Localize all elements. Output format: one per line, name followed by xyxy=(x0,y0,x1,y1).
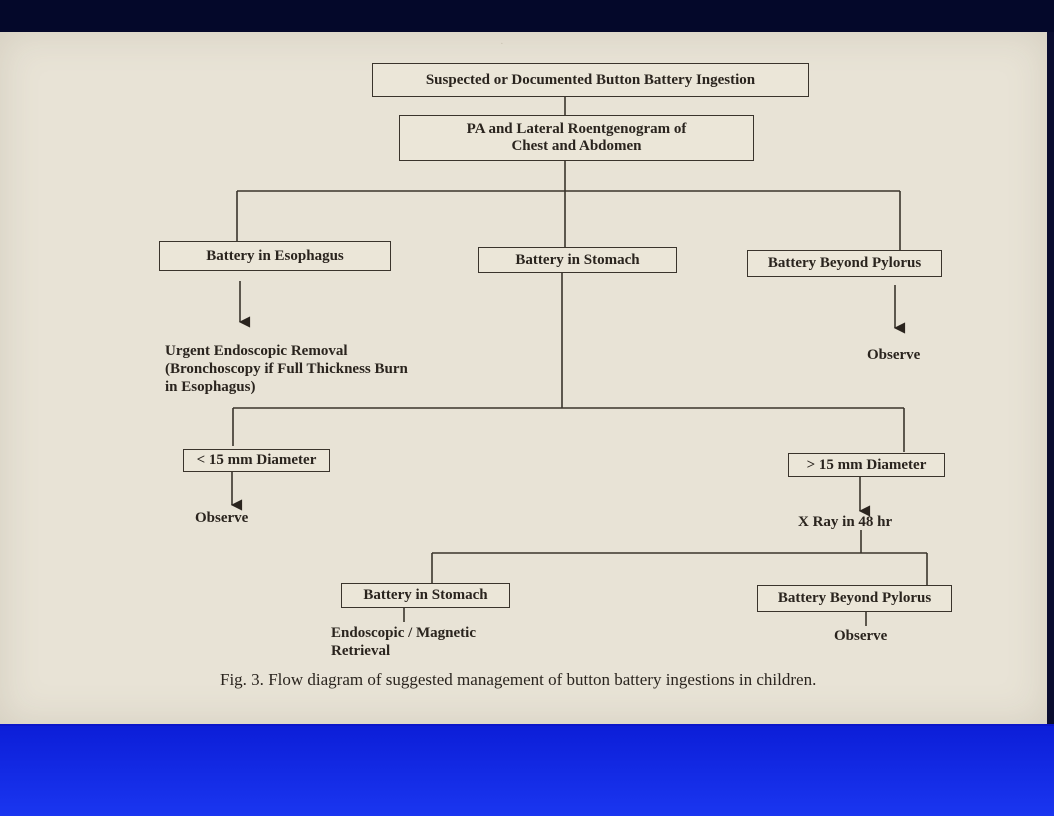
root-box: Suspected or Documented Button Battery I… xyxy=(372,63,809,97)
pylorus-followup-label: Battery Beyond Pylorus xyxy=(777,590,932,606)
slide-top-band xyxy=(0,0,1054,32)
small-diameter-label: < 15 mm Diameter xyxy=(196,452,317,468)
large-diameter-action: X Ray in 48 hr xyxy=(798,514,893,530)
pylorus-label: Battery Beyond Pylorus xyxy=(767,255,922,271)
esophagus-action: Urgent Endoscopic Removal (Bronchoscopy … xyxy=(165,342,408,396)
stomach-followup-label: Battery in Stomach xyxy=(363,587,488,603)
small-diameter-action: Observe xyxy=(195,510,249,526)
stomach-box: Battery in Stomach xyxy=(478,247,677,273)
stomach-followup-action-line2: Retrieval xyxy=(331,643,391,659)
caption-label: Fig. 3. xyxy=(220,670,264,689)
esophagus-action-line2: (Bronchoscopy if Full Thickness Burn xyxy=(165,361,408,377)
stomach-followup-action-line1: Endoscopic / Magnetic xyxy=(331,625,476,641)
bleed-through-text: · xyxy=(500,38,504,50)
stomach-label: Battery in Stomach xyxy=(515,251,640,268)
esophagus-action-line3: in Esophagus) xyxy=(165,379,256,395)
esophagus-box: Battery in Esophagus xyxy=(159,241,391,271)
pylorus-action: Observe xyxy=(867,347,921,363)
large-diameter-box: > 15 mm Diameter xyxy=(788,453,945,477)
roentgenogram-label-line2: Chest and Abdomen xyxy=(511,138,642,154)
figure-caption: Fig. 3. Flow diagram of suggested manage… xyxy=(220,670,816,690)
pylorus-box: Battery Beyond Pylorus xyxy=(747,250,942,277)
stomach-followup-action: Endoscopic / Magnetic Retrieval xyxy=(331,624,476,660)
page-edge-shadow xyxy=(1047,32,1054,724)
pylorus-followup-box: Battery Beyond Pylorus xyxy=(757,585,952,612)
pylorus-followup-action: Observe xyxy=(834,628,888,644)
root-label: Suspected or Documented Button Battery I… xyxy=(425,71,756,88)
small-diameter-box: < 15 mm Diameter xyxy=(183,449,330,472)
large-diameter-label: > 15 mm Diameter xyxy=(806,456,927,473)
caption-text: Flow diagram of suggested management of … xyxy=(268,670,817,689)
roentgenogram-box: PA and Lateral Roentgenogram of Chest an… xyxy=(399,115,754,161)
slide-bottom-band xyxy=(0,726,1054,816)
stomach-followup-box: Battery in Stomach xyxy=(341,583,510,608)
esophagus-label: Battery in Esophagus xyxy=(206,247,344,264)
esophagus-action-line1: Urgent Endoscopic Removal xyxy=(165,343,348,359)
roentgenogram-label-line1: PA and Lateral Roentgenogram of xyxy=(466,121,687,137)
